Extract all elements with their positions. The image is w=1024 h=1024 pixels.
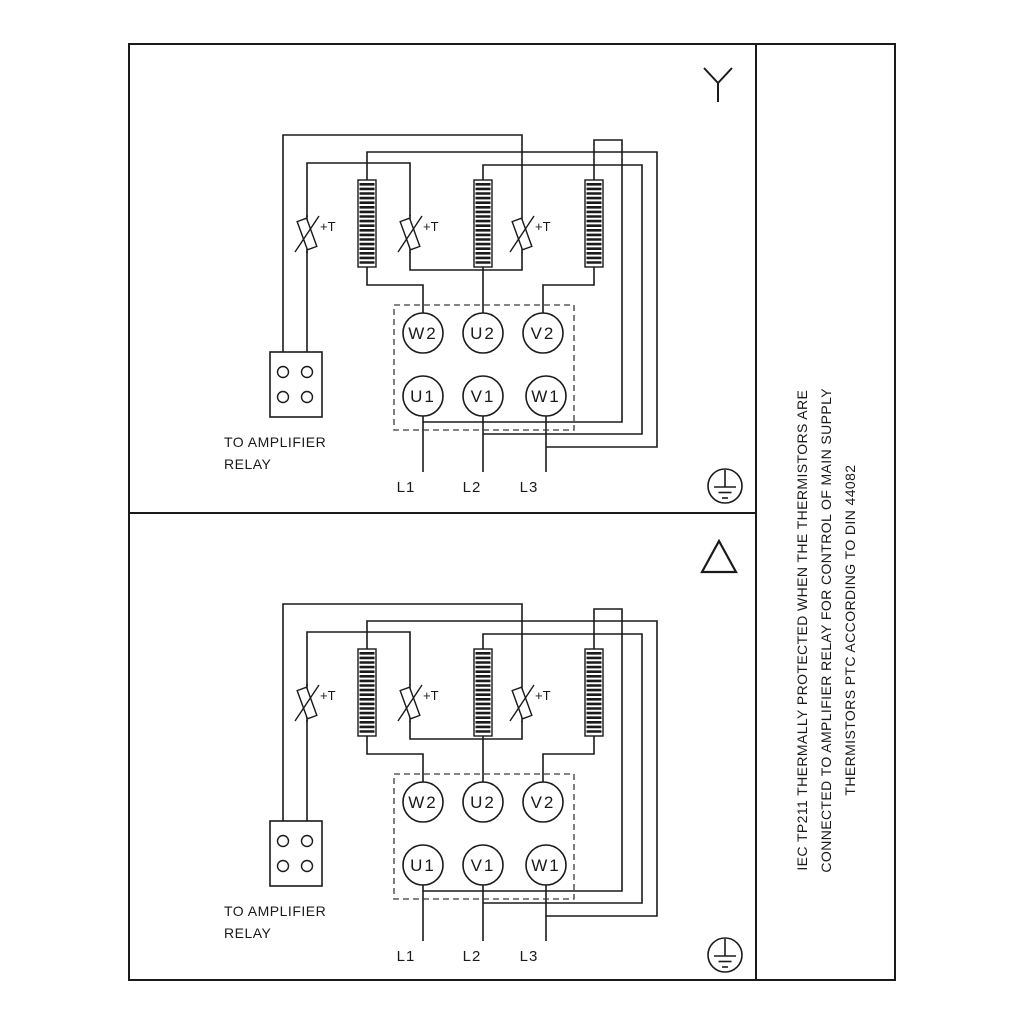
supply-line-label: L3 [520, 479, 539, 496]
relay-label-line2: RELAY [224, 925, 272, 941]
winding-coil [357, 648, 377, 737]
thermistor-label: +T [320, 688, 336, 703]
terminal-v2: V2 [522, 312, 564, 354]
terminals: W2 U2 V2 U1 [402, 781, 567, 886]
terminal-label: V1 [471, 387, 496, 406]
panel-delta: +T +T +T [130, 512, 755, 979]
terminals: W2 U2 V2 U1 [402, 312, 567, 417]
terminal-v1: V1 [462, 844, 504, 886]
thermistor: +T [509, 684, 551, 722]
thermistor: +T [294, 215, 336, 253]
supply-line-label: L1 [397, 479, 416, 496]
supply-line-label: L2 [463, 479, 482, 496]
terminal-w1: W1 [525, 844, 567, 886]
thermistor: +T [509, 215, 551, 253]
relay-label-line2: RELAY [224, 456, 272, 472]
relay-terminal [276, 390, 290, 404]
terminal-label: W2 [408, 793, 438, 812]
terminal-u2: U2 [462, 781, 504, 823]
relay-label-line1: TO AMPLIFIER [224, 434, 326, 450]
thermistor: +T [397, 684, 439, 722]
star-wiring-diagram: +T +T +T [224, 67, 743, 504]
side-note-line: CONNECTED TO AMPLIFIER RELAY FOR CONTROL… [817, 387, 834, 873]
relay-terminal [300, 390, 314, 404]
terminal-v2: V2 [522, 781, 564, 823]
terminal-label: V1 [471, 856, 496, 875]
panel-star: +T +T +T [130, 45, 755, 512]
terminal-u1: U1 [402, 375, 444, 417]
terminal-label: U1 [410, 856, 436, 875]
relay-terminal [276, 834, 290, 848]
thermistor-label: +T [535, 219, 551, 234]
winding-coil [473, 648, 493, 737]
terminal-label: V2 [531, 324, 556, 343]
relay-terminal [300, 365, 314, 379]
side-note-line: IEC TP211 THERMALLY PROTECTED WHEN THE T… [793, 389, 810, 871]
winding-coils [357, 648, 604, 737]
winding-coil [584, 648, 604, 737]
winding-coil [357, 179, 377, 268]
relay-terminal [300, 859, 314, 873]
terminal-w1: W1 [525, 375, 567, 417]
relay-box [269, 351, 323, 418]
ground-icon [707, 468, 743, 504]
thermistors: +T +T +T [294, 684, 551, 722]
diagram-column: +T +T +T [130, 45, 755, 979]
terminal-w2: W2 [402, 312, 444, 354]
side-note-strip: IEC TP211 THERMALLY PROTECTED WHEN THE T… [755, 45, 894, 979]
terminal-u2: U2 [462, 312, 504, 354]
side-note-line: THERMISTORS PTC ACCORDING TO DIN 44082 [841, 464, 858, 796]
thermistor: +T [397, 215, 439, 253]
terminal-label: V2 [531, 793, 556, 812]
ground-icon [707, 937, 743, 973]
delta-wiring-diagram: +T +T +T [224, 538, 743, 973]
terminal-label: U1 [410, 387, 436, 406]
winding-coil [584, 179, 604, 268]
terminal-u1: U1 [402, 844, 444, 886]
thermistor-label: +T [423, 219, 439, 234]
relay-box [269, 820, 323, 887]
relay-terminal [300, 834, 314, 848]
terminal-v1: V1 [462, 375, 504, 417]
drawing-frame: +T +T +T [128, 43, 896, 981]
terminal-label: W1 [531, 387, 561, 406]
wires [282, 603, 658, 941]
side-note: IEC TP211 THERMALLY PROTECTED WHEN THE T… [790, 388, 862, 873]
terminal-box [393, 304, 575, 431]
supply-line-label: L1 [397, 948, 416, 965]
terminal-label: W1 [531, 856, 561, 875]
supply-line-label: L2 [463, 948, 482, 965]
terminal-label: U2 [470, 793, 496, 812]
thermistors: +T +T +T [294, 215, 551, 253]
relay-label-line1: TO AMPLIFIER [224, 903, 326, 919]
terminal-w2: W2 [402, 781, 444, 823]
winding-coil [473, 179, 493, 268]
relay-terminal [276, 365, 290, 379]
delta-symbol-icon [700, 538, 738, 574]
terminal-label: W2 [408, 324, 438, 343]
thermistor: +T [294, 684, 336, 722]
star-symbol-icon [703, 67, 733, 102]
terminal-label: U2 [470, 324, 496, 343]
relay-terminal [276, 859, 290, 873]
winding-coils [357, 179, 604, 268]
thermistor-label: +T [535, 688, 551, 703]
terminal-box [393, 773, 575, 900]
thermistor-label: +T [423, 688, 439, 703]
supply-line-label: L3 [520, 948, 539, 965]
thermistor-label: +T [320, 219, 336, 234]
